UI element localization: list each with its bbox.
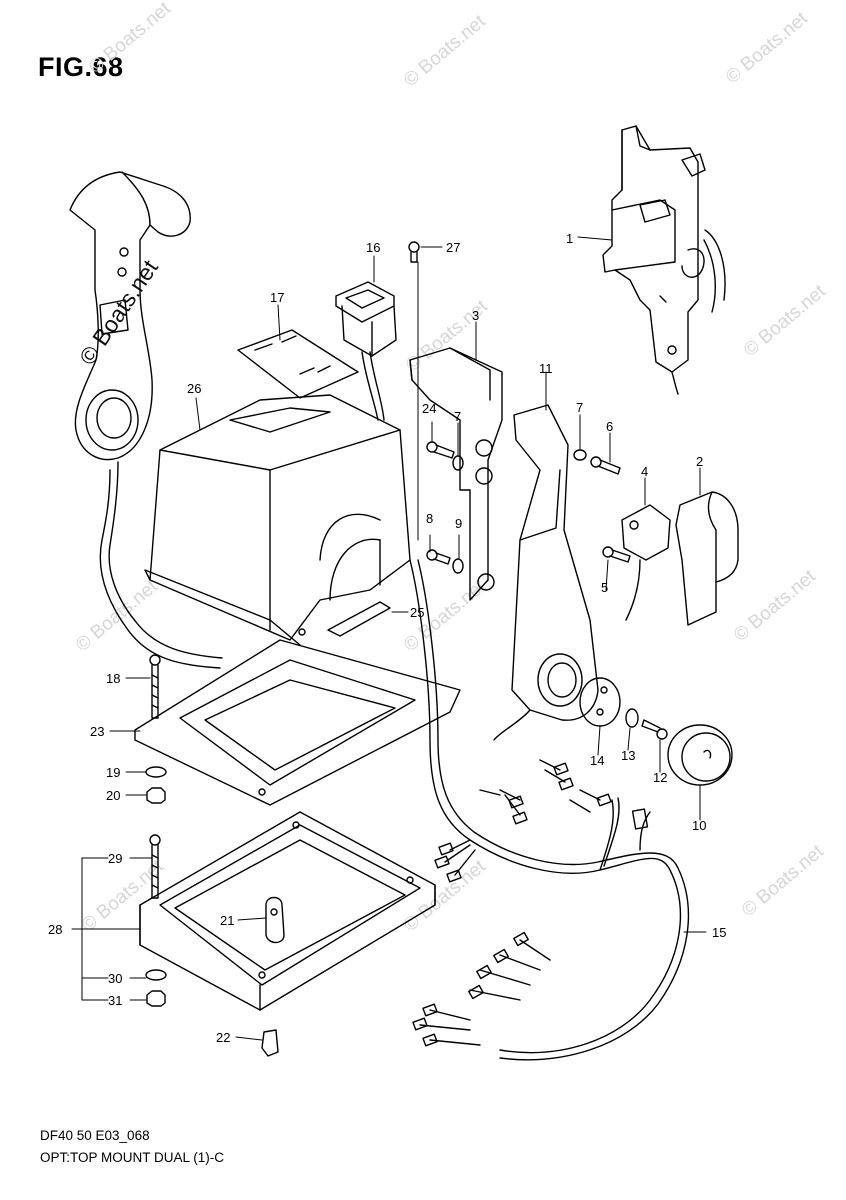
control-assembly-part-1: [602, 125, 726, 395]
figure-title: FIG.68: [38, 52, 124, 82]
bolt-part-24: [426, 441, 455, 459]
washer-part-13: [625, 708, 639, 728]
callout-5: 5: [601, 580, 608, 595]
bracket-part-25: [327, 601, 391, 637]
callout-4: 4: [641, 464, 648, 479]
callout-18: 18: [106, 671, 120, 686]
screw-part-27: [408, 241, 420, 263]
base-part-28: [139, 811, 436, 1011]
screw-part-5: [602, 546, 631, 563]
bracket-part-17: [237, 329, 359, 399]
callout-17: 17: [270, 290, 284, 305]
bolt-part-6: [590, 456, 621, 475]
handle-grip-part-2: [675, 491, 739, 626]
nut-part-20: [146, 787, 166, 804]
clip-part-22: [261, 1029, 279, 1057]
callout-31: 31: [108, 993, 122, 1008]
bolt-part-8: [426, 549, 451, 565]
callout-6: 6: [606, 419, 613, 434]
cap-part-10: [667, 724, 733, 786]
callout-3: 3: [472, 308, 479, 323]
gasket-plate-part-23: [134, 628, 461, 806]
callout-20: 20: [106, 788, 120, 803]
callout-10: 10: [692, 818, 706, 833]
washer-part-7b: [573, 449, 587, 461]
diagram-caption: OPT:TOP MOUNT DUAL (1)-C: [40, 1150, 225, 1165]
callout-25: 25: [410, 605, 424, 620]
sensor-part-4: [621, 504, 671, 621]
lever-arm-part-11: [493, 404, 599, 741]
callout-1: 1: [566, 231, 573, 246]
washer-part-19: [145, 766, 167, 778]
callout-14: 14: [590, 753, 604, 768]
callout-23: 23: [90, 724, 104, 739]
callout-7: 7: [454, 409, 461, 424]
callout-7b: 7: [576, 400, 583, 415]
callout-12: 12: [653, 770, 667, 785]
callout-22: 22: [216, 1030, 230, 1045]
callout-29: 29: [108, 851, 122, 866]
callout-2: 2: [696, 454, 703, 469]
switch-part-16: [335, 281, 397, 421]
screw-part-29: [149, 834, 161, 899]
callout-8: 8: [426, 511, 433, 526]
leader-lines: [71, 236, 707, 1041]
wire-harness-part-15: [409, 559, 690, 1061]
clip-part-21: [265, 896, 285, 944]
throttle-lever: [69, 171, 223, 669]
callout-9: 9: [455, 516, 462, 531]
washer-part-30: [145, 969, 167, 981]
callout-labels: 1 2 3 4 5 6 7 7 8 9 10 11 12 13 14 15 16…: [48, 231, 726, 1045]
callout-19: 19: [106, 765, 120, 780]
callout-13: 13: [621, 748, 635, 763]
callout-16: 16: [366, 240, 380, 255]
diagram-code: DF40 50 E03_068: [40, 1128, 150, 1143]
bolt-part-12: [641, 719, 668, 740]
plate-part-14: [579, 677, 621, 727]
callout-21: 21: [220, 913, 234, 928]
callout-30: 30: [108, 971, 122, 986]
callout-26: 26: [187, 381, 201, 396]
washer-part-9: [452, 558, 464, 574]
callout-28: 28: [48, 922, 62, 937]
callout-24: 24: [422, 401, 436, 416]
callout-27: 27: [446, 240, 460, 255]
callout-15: 15: [712, 925, 726, 940]
screw-part-18: [149, 654, 161, 719]
lever-bracket-part-3: [409, 347, 503, 601]
washer-part-7: [452, 455, 464, 471]
callout-11: 11: [539, 361, 553, 376]
nut-part-31: [146, 990, 166, 1007]
